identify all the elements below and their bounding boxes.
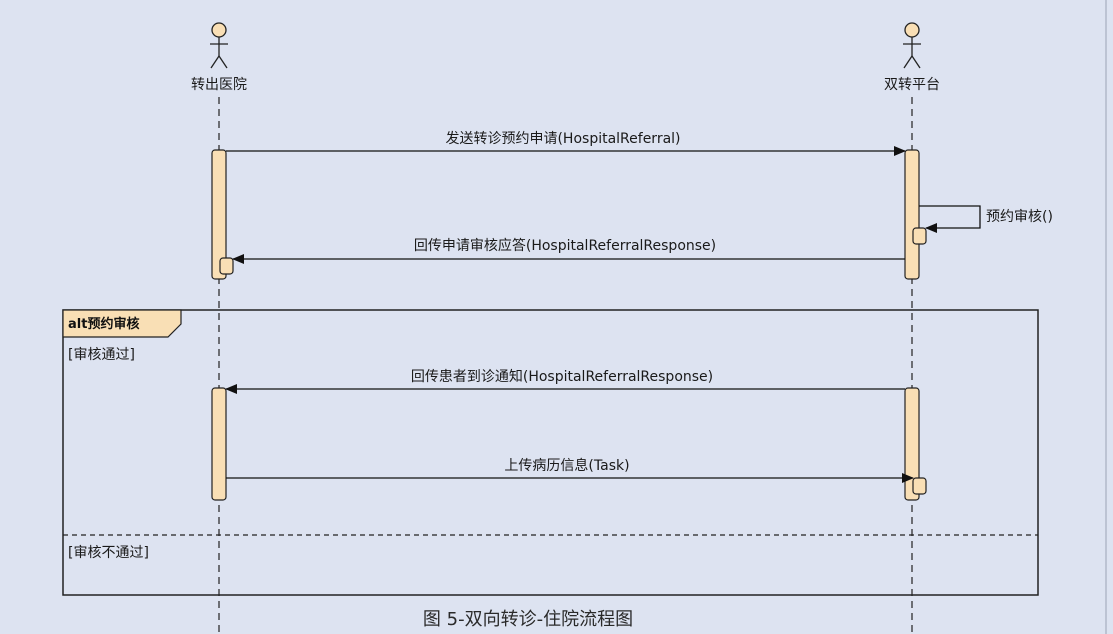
message-label: 预约审核() [986, 209, 1053, 225]
activation-platform-2[interactable] [904, 387, 920, 501]
activation-hospital-1-nested[interactable] [219, 257, 234, 275]
actor-label-platform: 双转平台 [884, 77, 940, 93]
alt-frame-border [62, 309, 1039, 596]
actor-stick-figure-icon [903, 22, 921, 69]
alt-frame-tag: alt预约审核 [68, 316, 139, 332]
actor-hospital[interactable]: 转出医院 [191, 22, 247, 93]
message-label: 上传病历信息(Task) [504, 457, 629, 474]
message-label: 回传申请审核应答(HospitalReferralResponse) [414, 237, 716, 254]
message-5[interactable]: 上传病历信息(Task) [226, 457, 914, 483]
message-label: 回传患者到诊通知(HospitalReferralResponse) [411, 368, 713, 385]
message-label: 发送转诊预约申请(HospitalReferral) [445, 131, 680, 147]
message-2-self[interactable]: 预约审核() [919, 205, 1053, 233]
activation-platform-1-nested[interactable] [912, 227, 927, 245]
alt-frame-tag-box [62, 309, 182, 338]
message-3[interactable]: 回传申请审核应答(HospitalReferralResponse) [232, 237, 905, 264]
guard-fail: [审核不通过] [68, 545, 149, 561]
activation-hospital-1[interactable] [211, 149, 227, 280]
message-arrow [919, 205, 981, 233]
activation-platform-1[interactable] [904, 149, 920, 280]
activation-hospital-2[interactable] [211, 387, 227, 501]
message-4[interactable]: 回传患者到诊通知(HospitalReferralResponse) [225, 368, 905, 394]
actor-stick-figure-icon [210, 22, 228, 69]
guard-pass: [审核通过] [68, 347, 135, 363]
actor-platform[interactable]: 双转平台 [884, 22, 940, 93]
actor-label-hospital: 转出医院 [191, 77, 247, 93]
message-1[interactable]: 发送转诊预约申请(HospitalReferral) [226, 131, 906, 156]
activation-platform-2-nested[interactable] [912, 477, 927, 495]
alt-frame[interactable]: alt预约审核 [审核通过] [审核不通过] [62, 309, 1039, 596]
figure-caption: 图 5-双向转诊-住院流程图 [423, 609, 633, 630]
